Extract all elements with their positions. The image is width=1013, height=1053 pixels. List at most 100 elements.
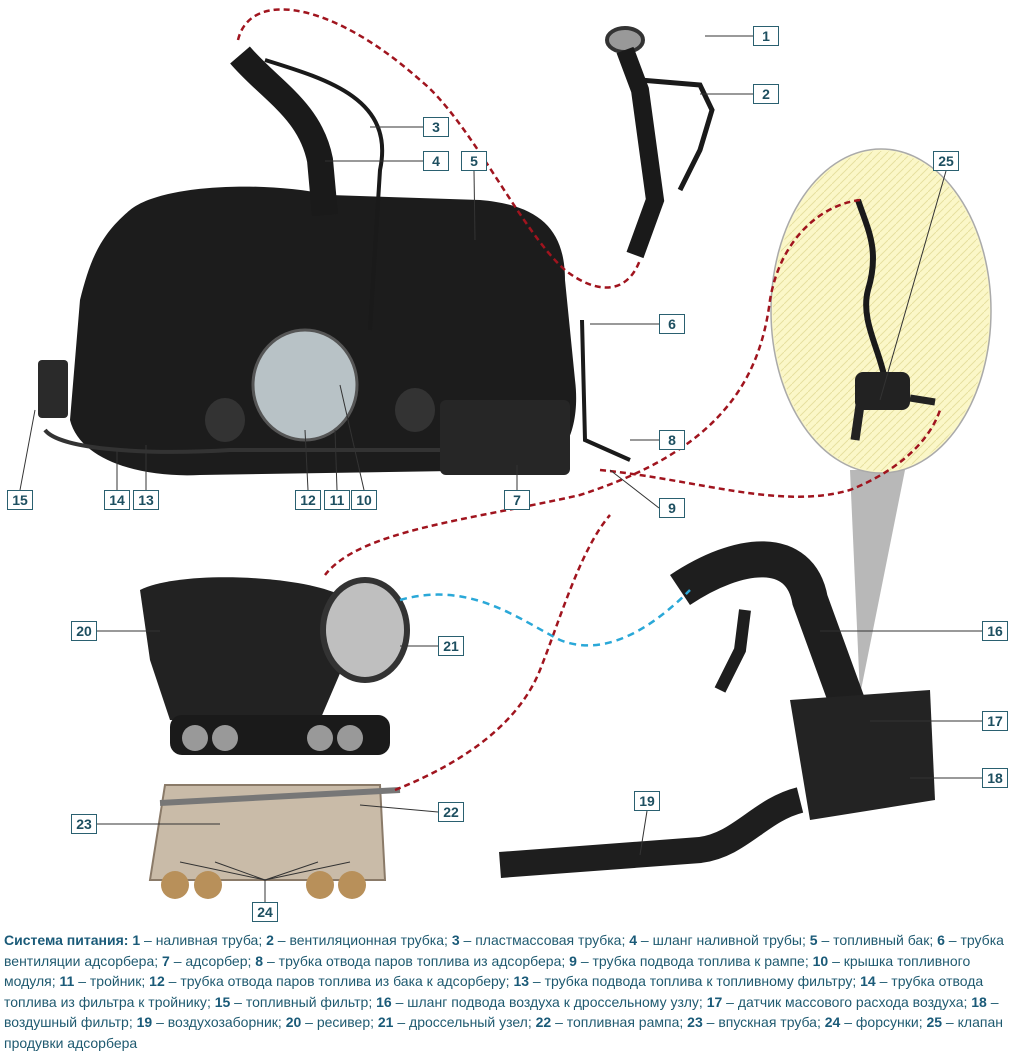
caption-item-number: 5 [809,932,818,948]
fuel-tank [38,186,577,476]
caption-item-number: 14 [860,973,876,989]
caption-item-text: трубка вентиляции адсорбера [4,932,1004,969]
intake-pipe [148,784,401,899]
leader-lines [19,35,982,902]
caption-item-text: трубка отвода топлива из фильтра к тройн… [4,973,984,1010]
caption-item-text: шланг наливной трубы [652,932,802,948]
vapor-line [236,8,642,289]
caption-item-number: 11 [59,973,75,989]
caption-item-number: 13 [513,973,530,989]
label-24: 24 [252,902,278,922]
label-1: 1 [753,26,779,46]
caption-item-number: 10 [812,952,829,969]
caption-item-text: шланг подвода воздуха к дроссельному узл… [407,993,699,1010]
caption-item-text: трубка подвода топлива к топливному филь… [544,973,853,989]
caption-item-text: датчик массового расхода воздуха [737,993,964,1010]
caption-item-text: воздушный фильтр [4,1014,129,1030]
caption-item-number: 19 [136,1014,153,1030]
label-14: 14 [104,490,130,510]
leader-line-24 [264,861,351,881]
label-18: 18 [982,768,1008,788]
air-filter-assembly [499,541,935,878]
leader-line-11 [334,429,338,491]
caption-item-number: 2 [266,932,274,948]
caption-item-number: 21 [377,1014,394,1030]
caption-item-text: топливный бак [833,932,930,948]
caption-item-text: трубка подвода топлива к рампе [592,952,805,969]
leader-line-25 [879,170,947,401]
air-line [399,589,691,647]
label-3: 3 [423,117,449,137]
caption-item-number: 24 [824,1014,841,1030]
leader-line-24 [179,861,266,881]
leader-line-10 [339,384,365,491]
caption-item-text: тройник [89,973,142,989]
caption-item-text: пластмассовая трубка [475,932,622,948]
caption-item-number: 23 [687,1014,703,1030]
label-4: 4 [423,151,449,171]
caption-item-number: 3 [451,932,460,948]
fuel-system-diagram [19,8,992,902]
caption-item-text: воздухозаборник [167,1014,278,1030]
label-12: 12 [295,490,321,510]
caption-item-text: дроссельный узел [409,1014,528,1030]
leader-line-5 [473,170,476,241]
filler-hose [230,46,338,217]
caption-item-text: топливный фильтр [245,993,369,1010]
caption-item-number: 16 [376,993,392,1010]
purge-valve-callout [770,148,992,695]
label-23: 23 [71,814,97,834]
label-2: 2 [753,84,779,104]
label-17: 17 [982,711,1008,731]
label-22: 22 [438,802,464,822]
label-7: 7 [504,490,530,510]
label-16: 16 [982,621,1008,641]
caption-item-text: наливная труба [155,932,259,948]
caption-item-text: форсунки [855,1014,919,1030]
caption-item-number: 15 [214,993,231,1010]
label-5: 5 [461,151,487,171]
caption-item-text: крышка топливного модуля [4,952,971,990]
caption-item-number: 8 [255,952,264,969]
caption-item-text: трубка отвода паров топлива из адсорбера [278,952,562,969]
label-10: 10 [351,490,377,510]
filler-pipe [605,26,715,259]
caption-item-text: трубка отвода паров топлива из бака к ад… [180,973,506,989]
caption-item-number: 4 [629,932,638,948]
caption-item-number: 1 [132,932,141,948]
leader-line-12 [304,429,309,491]
figure-caption: Система питания: 1 – наливная труба; 2 –… [4,932,1004,1051]
caption-item-number: 9 [569,952,577,969]
caption-item-text: впускная труба [718,1014,817,1030]
caption-item-number: 17 [706,993,723,1010]
label-11: 11 [324,490,350,510]
leader-line-24 [214,861,266,881]
intake-manifold [140,577,410,755]
leader-line-24 [264,861,319,881]
caption-item-number: 7 [162,952,170,969]
caption-item-number: 12 [149,973,165,989]
leader-line-19 [639,810,648,856]
label-13: 13 [133,490,159,510]
leader-line-15 [19,409,36,491]
caption-item-number: 22 [535,1014,552,1030]
leader-line-9 [609,469,660,509]
label-6: 6 [659,314,685,334]
caption-item-number: 6 [937,932,945,948]
vapor-line-callout [324,198,942,576]
caption-item-text: топливная рампа [566,1014,680,1030]
leader-line-22 [359,804,439,813]
label-21: 21 [438,636,464,656]
caption-title: Система питания: [4,932,129,948]
caption-item-text: адсорбер [185,952,248,969]
caption-item-text: ресивер [316,1014,371,1030]
fuel-rail-line [394,514,611,792]
label-8: 8 [659,430,685,450]
caption-item-number: 20 [285,1014,302,1030]
label-15: 15 [7,490,33,510]
label-9: 9 [659,498,685,518]
caption-item-number: 18 [971,993,987,1010]
label-19: 19 [634,791,660,811]
label-20: 20 [71,621,97,641]
caption-item-number: 25 [926,1014,943,1030]
